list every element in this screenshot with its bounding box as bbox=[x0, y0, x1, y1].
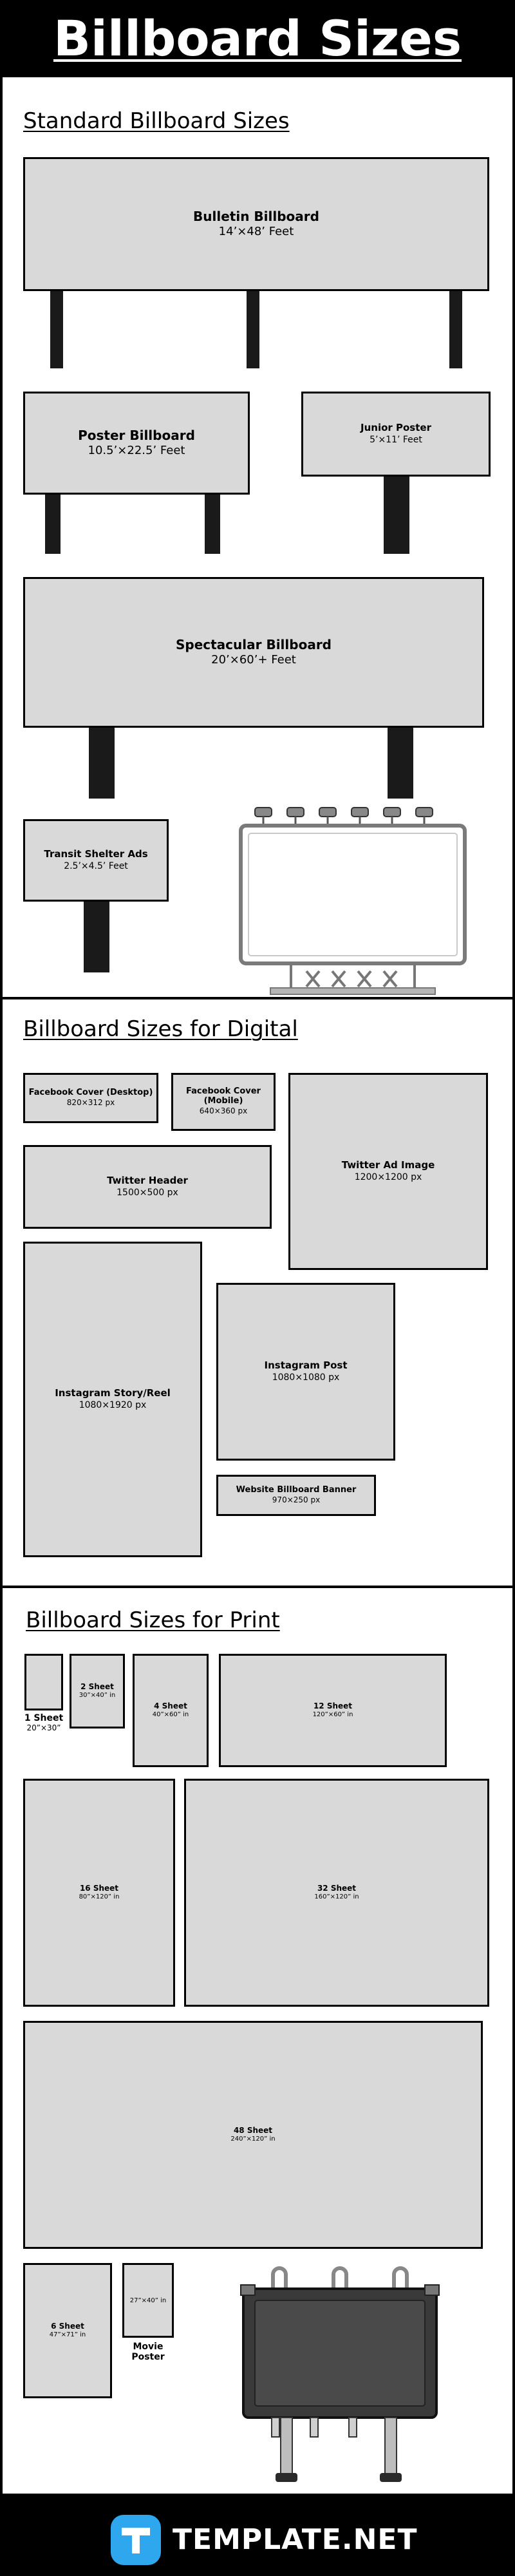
billboard-bulletin: Bulletin Billboard 14’×48’ Feet bbox=[23, 157, 489, 291]
lit-billboard-illustration bbox=[239, 807, 467, 995]
format-name: 12 Sheet bbox=[313, 1701, 353, 1710]
billboard-leg bbox=[45, 493, 61, 554]
dark-billboard-illustration bbox=[240, 2266, 440, 2482]
billboard-size: 2.5’×4.5’ Feet bbox=[64, 860, 128, 871]
format-name: 32 Sheet bbox=[317, 1883, 357, 1893]
digital-facebook-cover-mobile: Facebook Cover (Mobile) 640×360 px bbox=[171, 1073, 276, 1131]
format-name: Facebook Cover (Mobile) bbox=[186, 1086, 261, 1106]
billboard-size: 20’×60’+ Feet bbox=[211, 652, 296, 667]
template-logo-icon bbox=[111, 2515, 161, 2565]
format-name: 2 Sheet bbox=[80, 1681, 114, 1691]
format-name: 16 Sheet bbox=[79, 1883, 119, 1893]
billboard-name: Junior Poster bbox=[360, 422, 431, 434]
format-name: Website Billboard Banner bbox=[236, 1484, 357, 1495]
footer-banner: TEMPLATE.NET bbox=[0, 2494, 515, 2576]
billboard-leg bbox=[449, 290, 462, 368]
digital-twitter-header: Twitter Header 1500×500 px bbox=[23, 1145, 272, 1229]
format-name: Twitter Header bbox=[107, 1175, 188, 1187]
format-size: 1080×1080 px bbox=[272, 1372, 340, 1383]
print-48-sheet: 48 Sheet 240”×120” in bbox=[23, 2021, 483, 2249]
brand-name: TEMPLATE.NET bbox=[173, 2523, 418, 2556]
digital-twitter-ad-image: Twitter Ad Image 1200×1200 px bbox=[288, 1073, 488, 1270]
print-12-sheet: 12 Sheet 120”×60” in bbox=[219, 1654, 447, 1767]
format-size: 160”×120” in bbox=[314, 1893, 359, 1901]
print-4-sheet: 4 Sheet 40”×60” in bbox=[133, 1654, 209, 1767]
print-16-sheet: 16 Sheet 80”×120” in bbox=[23, 1779, 175, 2007]
billboard-name: Transit Shelter Ads bbox=[44, 848, 148, 860]
format-name: Instagram Post bbox=[264, 1359, 348, 1372]
print-movie-poster-box: 27”×40” in bbox=[122, 2263, 174, 2338]
format-name: Instagram Story/Reel bbox=[55, 1387, 171, 1399]
billboard-size: 10.5’×22.5’ Feet bbox=[88, 443, 185, 457]
format-size: 47”×71” in bbox=[49, 2331, 86, 2339]
billboard-leg bbox=[388, 726, 413, 799]
format-size: 1080×1920 px bbox=[79, 1399, 147, 1410]
format-name: 6 Sheet bbox=[51, 2321, 84, 2331]
format-size: 30”×40” in bbox=[79, 1692, 116, 1700]
format-size: 1200×1200 px bbox=[354, 1171, 422, 1182]
billboard-leg bbox=[84, 900, 109, 972]
digital-instagram-story: Instagram Story/Reel 1080×1920 px bbox=[23, 1242, 202, 1557]
format-size: 27”×40” in bbox=[129, 2297, 167, 2304]
billboard-size: 14’×48’ Feet bbox=[218, 224, 294, 238]
format-size: 120”×60” in bbox=[312, 1711, 353, 1719]
format-name: Facebook Cover (Desktop) bbox=[28, 1087, 153, 1097]
section-title-print: Billboard Sizes for Print bbox=[26, 1607, 280, 1633]
billboard-spectacular: Spectacular Billboard 20’×60’+ Feet bbox=[23, 577, 484, 728]
format-size: 40”×60” in bbox=[152, 1711, 189, 1719]
digital-website-billboard-banner: Website Billboard Banner 970×250 px bbox=[216, 1475, 376, 1516]
digital-instagram-post: Instagram Post 1080×1080 px bbox=[216, 1283, 395, 1461]
print-1-sheet-label: 1 Sheet 20”×30” bbox=[18, 1713, 70, 1734]
billboard-leg bbox=[205, 493, 220, 554]
billboard-leg bbox=[384, 475, 409, 554]
print-6-sheet: 6 Sheet 47”×71” in bbox=[23, 2263, 112, 2398]
format-name: 4 Sheet bbox=[154, 1701, 187, 1710]
header-banner: Billboard Sizes bbox=[0, 0, 515, 77]
billboard-leg bbox=[89, 726, 115, 799]
billboard-transit-shelter: Transit Shelter Ads 2.5’×4.5’ Feet bbox=[23, 819, 169, 902]
billboard-name: Poster Billboard bbox=[78, 427, 195, 443]
format-size: 640×360 px bbox=[199, 1106, 248, 1116]
billboard-junior-poster: Junior Poster 5’×11’ Feet bbox=[301, 392, 491, 477]
print-1-sheet-box bbox=[24, 1654, 63, 1710]
format-size: 20”×30” bbox=[26, 1723, 61, 1733]
section-title-standard: Standard Billboard Sizes bbox=[23, 108, 290, 134]
format-name: Movie Poster bbox=[131, 2342, 165, 2363]
format-name: 48 Sheet bbox=[233, 2125, 273, 2135]
billboard-leg bbox=[247, 290, 259, 368]
billboard-size: 5’×11’ Feet bbox=[370, 434, 422, 445]
section-divider bbox=[0, 997, 515, 999]
format-size: 80”×120” in bbox=[79, 1893, 120, 1901]
billboard-name: Bulletin Billboard bbox=[193, 208, 319, 224]
section-divider bbox=[0, 1586, 515, 1588]
print-32-sheet: 32 Sheet 160”×120” in bbox=[184, 1779, 489, 2007]
format-name: 1 Sheet bbox=[24, 1713, 64, 1723]
billboard-name: Spectacular Billboard bbox=[175, 636, 332, 652]
format-name: Twitter Ad Image bbox=[341, 1159, 435, 1171]
format-size: 970×250 px bbox=[272, 1495, 321, 1504]
format-size: 820×312 px bbox=[66, 1097, 115, 1107]
page-title: Billboard Sizes bbox=[53, 10, 462, 67]
billboard-leg bbox=[50, 290, 63, 368]
print-movie-poster-label: Movie Poster bbox=[120, 2342, 176, 2362]
format-size: 1500×500 px bbox=[117, 1187, 178, 1198]
t-letter-icon bbox=[122, 2528, 150, 2553]
section-title-digital: Billboard Sizes for Digital bbox=[23, 1016, 298, 1042]
billboard-poster: Poster Billboard 10.5’×22.5’ Feet bbox=[23, 392, 250, 495]
print-2-sheet: 2 Sheet 30”×40” in bbox=[70, 1654, 125, 1728]
format-size: 240”×120” in bbox=[230, 2136, 276, 2143]
digital-facebook-cover-desktop: Facebook Cover (Desktop) 820×312 px bbox=[23, 1073, 158, 1123]
